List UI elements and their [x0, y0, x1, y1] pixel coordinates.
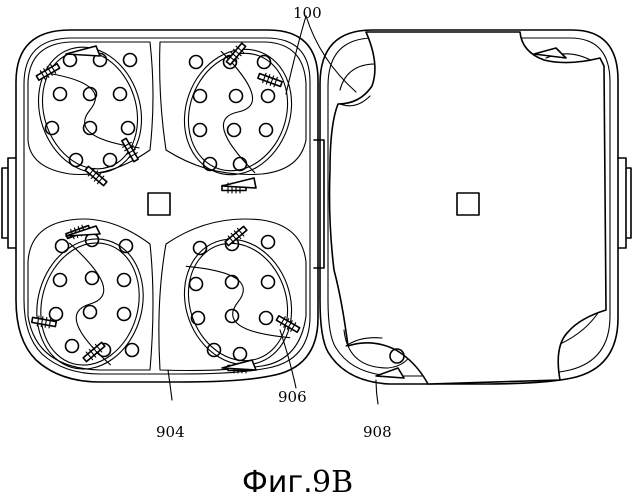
compartment-bottom-left [28, 219, 153, 370]
peg-top-right-9 [204, 158, 217, 171]
peg-bottom-right-5 [262, 276, 275, 289]
fiber-coils [22, 34, 309, 382]
hinge-bar [314, 140, 324, 268]
left-center-boss [148, 193, 170, 215]
corner-wedge-top [534, 48, 566, 58]
peg-top-right-7 [228, 124, 241, 137]
peg-top-right-5 [262, 90, 275, 103]
label-908: 908 [363, 423, 392, 441]
left-latch [2, 158, 16, 248]
label-100: 100 [293, 4, 322, 22]
peg-bottom-left-4 [86, 272, 99, 285]
peg-bottom-left-7 [84, 306, 97, 319]
peg-bottom-right-3 [190, 278, 203, 291]
label-904: 904 [156, 423, 185, 441]
peg-bottom-right-6 [192, 312, 205, 325]
peg-bottom-right-7 [226, 310, 239, 323]
right-latch [618, 158, 631, 248]
fiber-crossing-top-right [186, 51, 289, 172]
caption-word: Фиг. [242, 465, 313, 500]
label-906: 906 [278, 388, 307, 406]
peg-top-right-10 [234, 158, 247, 171]
peg-bottom-left-5 [118, 274, 131, 287]
retainer-wedge-tr [222, 178, 256, 188]
right-tray [286, 16, 631, 404]
peg-top-left-0 [64, 54, 77, 67]
caption-number: 9B [312, 465, 353, 500]
peg-bottom-left-8 [118, 308, 131, 321]
corner-wedge-bottom [376, 368, 404, 378]
fiber-crossing-bottom-right [186, 241, 289, 362]
peg-bottom-left-11 [126, 344, 139, 357]
peg-bottom-left-0 [56, 240, 69, 253]
peg-top-right-8 [260, 124, 273, 137]
peg-bottom-right-8 [260, 312, 273, 325]
peg-top-right-0 [190, 56, 203, 69]
peg-bottom-right-10 [234, 348, 247, 361]
peg-top-right-4 [230, 90, 243, 103]
peg-bottom-right-2 [262, 236, 275, 249]
peg-top-right-3 [194, 90, 207, 103]
peg-top-left-5 [114, 88, 127, 101]
peg-bottom-left-6 [50, 308, 63, 321]
fiber-crossing-bottom-left [40, 243, 139, 365]
peg-bottom-right-4 [226, 276, 239, 289]
peg-top-left-3 [54, 88, 67, 101]
peg-bottom-left-3 [54, 274, 67, 287]
cable-tie-top-left-2 [122, 138, 138, 161]
peg-top-left-8 [122, 122, 135, 135]
peg-top-left-2 [124, 54, 137, 67]
peg-top-left-10 [104, 154, 117, 167]
peg-top-right-6 [194, 124, 207, 137]
cover-sheet [330, 32, 607, 384]
peg-bottom-left-9 [66, 340, 79, 353]
